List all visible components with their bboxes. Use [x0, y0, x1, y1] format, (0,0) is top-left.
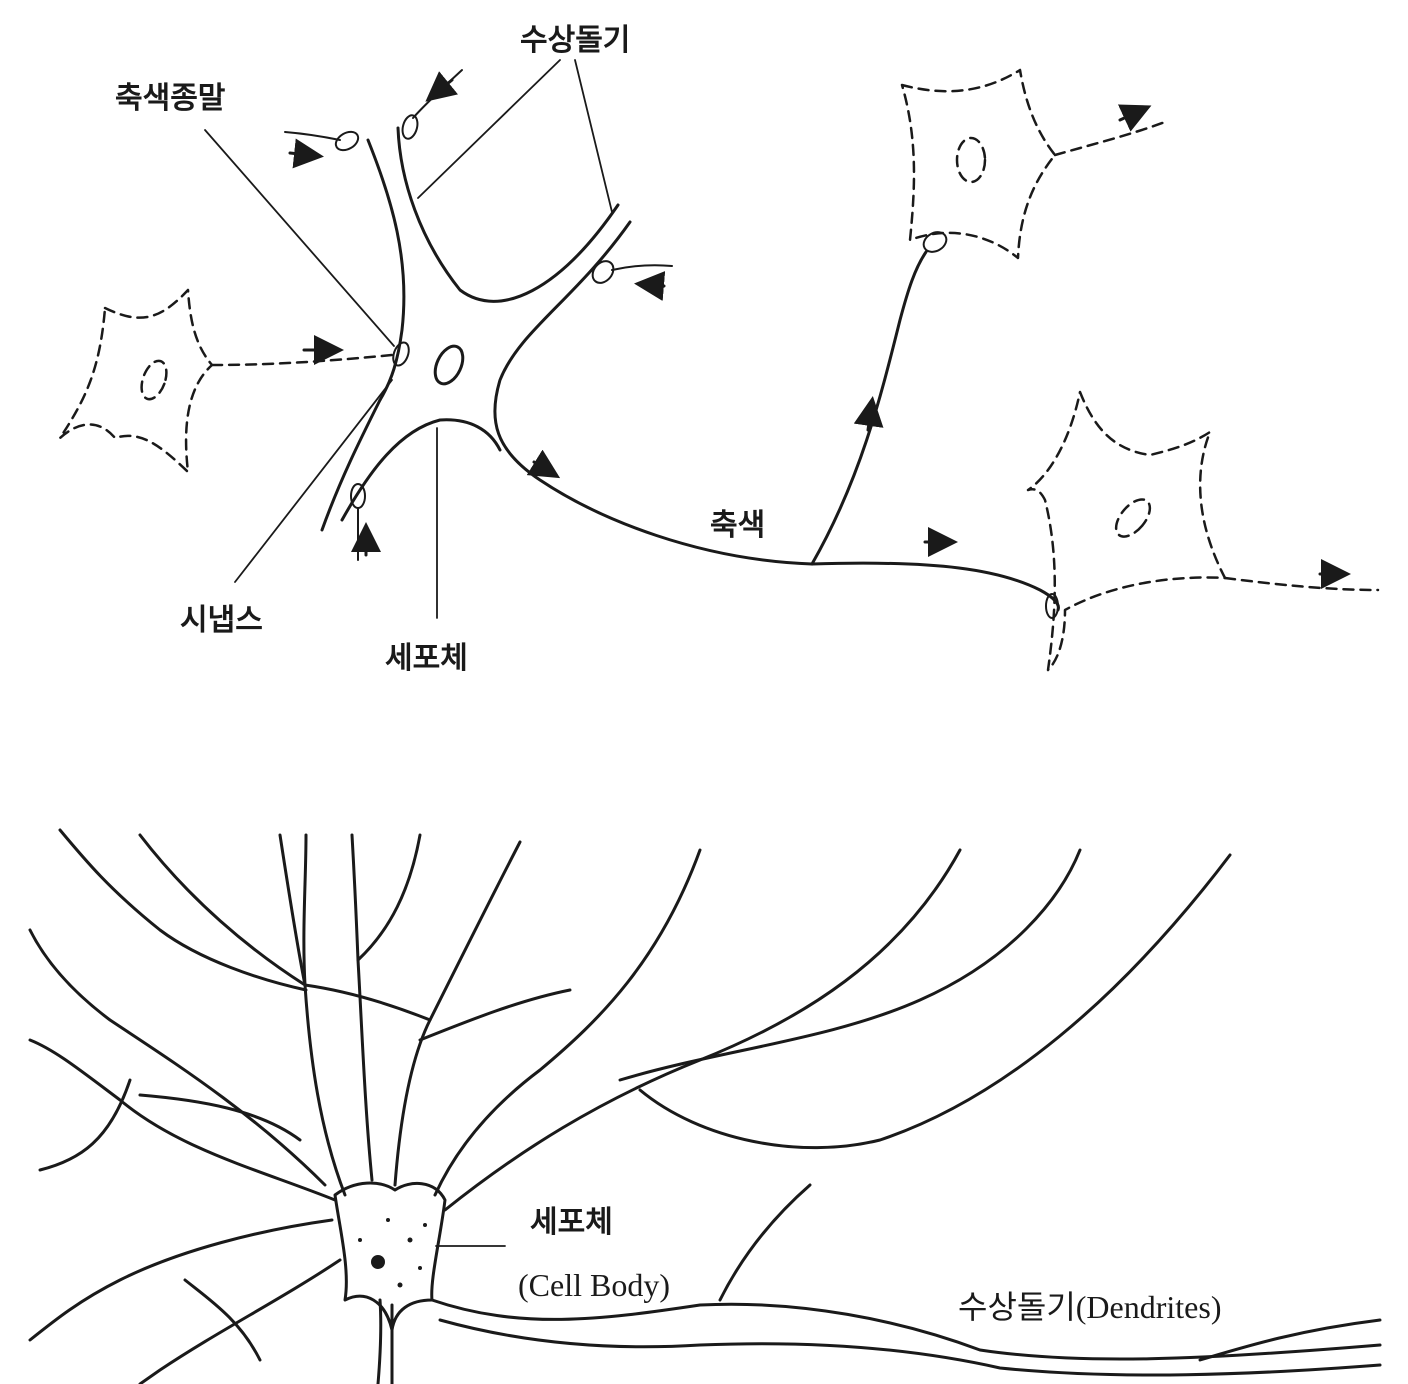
arrow-icon	[1120, 108, 1146, 120]
label-cell-body-ko: 세포체	[530, 1205, 613, 1240]
leader-lines	[205, 60, 612, 618]
arrow-icon	[430, 80, 452, 98]
label-synapse: 시냅스	[180, 603, 263, 638]
signal-arrows	[290, 80, 1345, 574]
label-axon: 축색	[710, 508, 765, 543]
top-right-dashed-neuron	[902, 70, 1165, 258]
arrow-icon	[534, 462, 555, 475]
central-neuron	[322, 128, 812, 564]
bottom-neuron-diagram: 세포체 (Cell Body) 수상돌기(Dendrites)	[30, 830, 1380, 1384]
label-dendrites: 수상돌기(Dendrites)	[958, 1289, 1221, 1325]
label-axon-terminal: 축색종말	[115, 81, 226, 116]
top-neuron-diagram: 수상돌기 축색종말 시냅스 세포체 축색	[60, 23, 1378, 676]
arrow-icon	[290, 153, 318, 156]
nucleus	[430, 342, 469, 388]
bottom-right-dashed-neuron	[1028, 392, 1378, 670]
label-cell-body: 세포체	[385, 641, 468, 676]
nucleolus	[371, 1255, 385, 1269]
arrow-icon	[640, 284, 664, 286]
soma	[335, 1183, 445, 1330]
label-cell-body-en: (Cell Body)	[518, 1267, 670, 1303]
label-dendrite: 수상돌기	[520, 23, 630, 58]
axon	[812, 252, 1058, 610]
